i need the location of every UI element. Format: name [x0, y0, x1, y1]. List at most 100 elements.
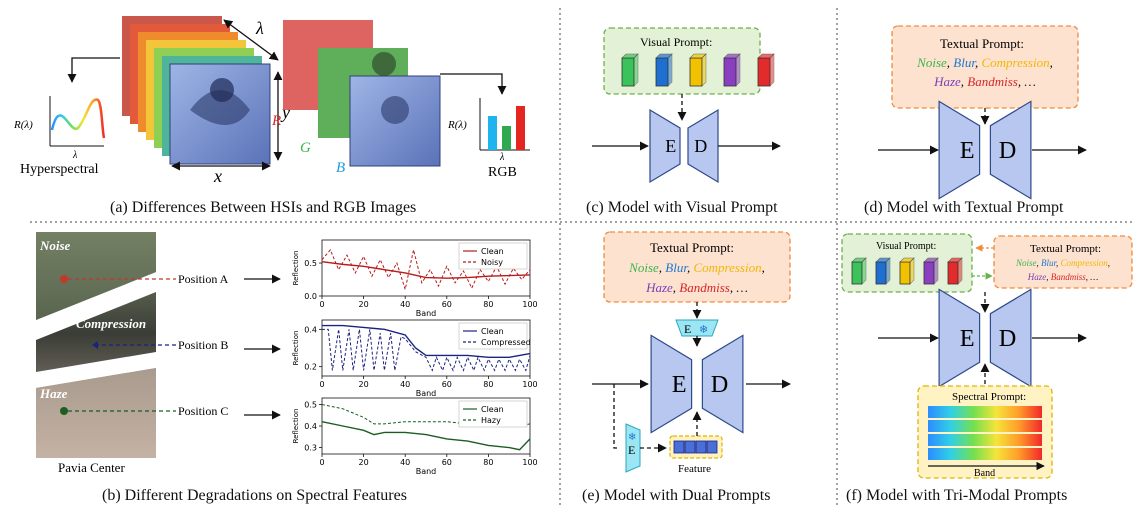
- x-tick-label: 20: [359, 300, 369, 309]
- encoder-label: E: [665, 136, 676, 156]
- y-axis-label: Reflection: [292, 251, 300, 286]
- degradation-term: Noise: [916, 55, 947, 70]
- encoder-block: [649, 108, 681, 184]
- position-c: Position C: [178, 404, 228, 418]
- y-tick-label: 0.0: [304, 292, 317, 301]
- y-axis-label: Reflection: [292, 331, 300, 366]
- decoder-block: [687, 108, 719, 184]
- pavia-caption: Pavia Center: [58, 460, 125, 475]
- r-channel-label: R: [271, 113, 281, 129]
- rgb-bar-blue: [488, 116, 497, 150]
- pavia-image: [36, 232, 156, 458]
- spectral-prompt-label: Spectral Prompt:: [952, 391, 1026, 403]
- series-line-clean: [321, 421, 531, 451]
- spectral-curve-plot: R(λ) λ Hyperspectral: [13, 96, 106, 177]
- encoder-block: [938, 288, 981, 388]
- degradation-term: , …: [1086, 272, 1099, 282]
- degradation-term: Blur: [953, 55, 977, 70]
- position-a: Position A: [178, 272, 229, 286]
- degradation-term: ,: [947, 55, 954, 70]
- prompt-cube: [723, 53, 741, 87]
- visual-prompt-label: Visual Prompt:: [640, 35, 712, 49]
- rgb-r-lambda-label: R(λ): [447, 119, 467, 131]
- degradation-term: Bandmiss: [967, 74, 1018, 89]
- encoder-label: E: [672, 371, 687, 398]
- x-tick-label: 100: [522, 300, 537, 309]
- chart-frame: [321, 239, 531, 297]
- degradation-list-f-line1: Noise, Blur, Compression,: [1015, 258, 1110, 268]
- r-lambda-label: R(λ): [13, 119, 33, 131]
- hyperspectral-cube: [122, 16, 271, 165]
- caption-d: (d) Model with Textual Prompt: [864, 199, 1064, 216]
- panel-f: Visual Prompt: Textual Prompt: Noise, Bl…: [841, 233, 1133, 504]
- x-tick-label: 0: [319, 300, 324, 309]
- series-line-clean: [322, 324, 531, 359]
- degradation-term: ,: [961, 74, 968, 89]
- degradation-list-d-line1: Noise, Blur, Compression,: [916, 55, 1053, 70]
- y-tick-label: 0.3: [304, 444, 317, 453]
- degradation-term: ,: [1037, 258, 1042, 268]
- degradation-term: Haze: [933, 74, 961, 89]
- region-compression: Compression: [76, 316, 146, 331]
- degradation-term: Noise: [628, 260, 659, 275]
- x-tick-label: 100: [522, 380, 537, 389]
- textual-prompt-label-d: Textual Prompt:: [940, 36, 1024, 51]
- degradation-term: ,: [1108, 258, 1110, 268]
- region-haze: Haze: [39, 386, 68, 401]
- y-tick-label: 0.5: [304, 400, 317, 409]
- x-tick-label: 20: [359, 458, 369, 467]
- b-channel-label: B: [336, 160, 345, 176]
- degradation-term: , …: [1018, 74, 1036, 89]
- x-tick-label: 80: [483, 300, 493, 309]
- encoder-block: [650, 334, 693, 434]
- visual-prompt-label-f: Visual Prompt:: [876, 241, 936, 252]
- spectral-bands: [928, 406, 1042, 460]
- degradation-term: ,: [1056, 258, 1061, 268]
- frozen-image-encoder-snowflake: ❄: [628, 432, 636, 443]
- decoder-label: D: [711, 371, 729, 398]
- degradation-term: Noise: [1015, 258, 1037, 268]
- degradation-term: Compression: [693, 260, 761, 275]
- rgb-lambda-label: λ: [499, 152, 505, 163]
- x-tick-label: 80: [483, 380, 493, 389]
- caption-f: (f) Model with Tri-Modal Prompts: [846, 487, 1067, 504]
- textual-prompt-label-f: Textual Prompt:: [1030, 243, 1101, 255]
- x-tick-label: 40: [400, 458, 410, 467]
- series-line-noisy: [321, 248, 531, 292]
- frozen-text-encoder-label: E: [684, 322, 691, 336]
- legend-entry: Clean: [481, 247, 504, 256]
- caption-c: (c) Model with Visual Prompt: [586, 199, 778, 216]
- legend-entry: Clean: [481, 327, 504, 336]
- degradation-term: Haze: [645, 280, 673, 295]
- hyperspectral-label: Hyperspectral: [20, 162, 99, 177]
- degradation-list-e-line2: Haze, Bandmiss, …: [645, 280, 748, 295]
- series-line-clean: [321, 261, 531, 279]
- x-tick-label: 80: [483, 458, 493, 467]
- decoder-block: [989, 100, 1032, 200]
- rgb-bar-red: [516, 106, 525, 150]
- degradation-term: ,: [1050, 55, 1053, 70]
- degradation-term: Haze: [1027, 272, 1047, 282]
- legend-box: [458, 242, 528, 270]
- caption-a: (a) Differences Between HSIs and RGB Ima…: [110, 199, 416, 216]
- degradation-list-d-line2: Haze, Bandmiss, …: [933, 74, 1036, 89]
- degradation-term: , …: [730, 280, 748, 295]
- panel-a: λ y x R(λ) λ Hyperspectral R G B: [13, 16, 530, 216]
- prompt-cube: [923, 257, 939, 285]
- encoder-label: E: [960, 325, 975, 352]
- legend-box: [458, 400, 528, 428]
- lambda-label: λ: [255, 18, 264, 38]
- x-tick-label: 100: [522, 458, 537, 467]
- degradation-term: ,: [1046, 272, 1051, 282]
- lambda-small-label: λ: [72, 150, 78, 161]
- panel-e: Textual Prompt: Noise, Blur, Compression…: [582, 231, 791, 504]
- y-axis-label: Reflection: [292, 409, 300, 444]
- degradation-term: ,: [687, 260, 694, 275]
- visual-prompt-cubes-f: [851, 257, 963, 285]
- decoder-label: D: [999, 325, 1017, 352]
- legend-entry: Clean: [481, 405, 504, 414]
